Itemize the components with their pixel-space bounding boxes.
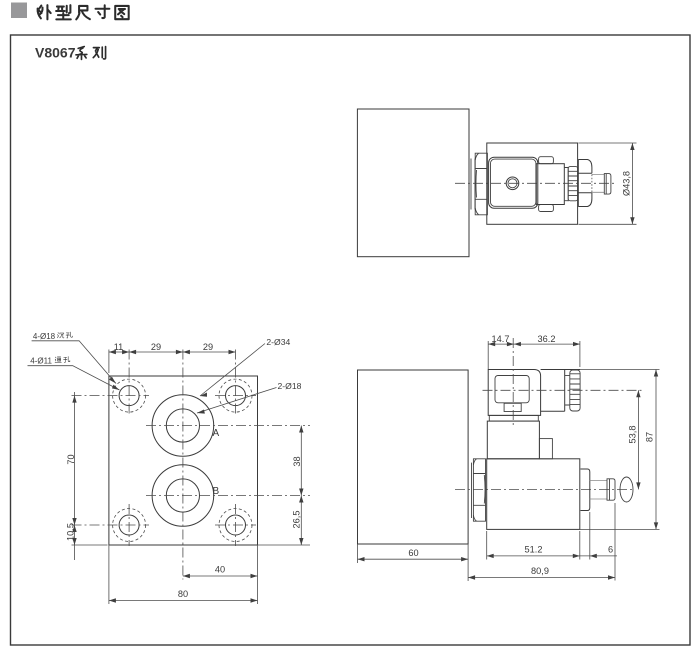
svg-text:29: 29 bbox=[203, 342, 213, 352]
svg-text:10,5: 10,5 bbox=[65, 523, 75, 541]
svg-text:53,8: 53,8 bbox=[627, 426, 637, 444]
svg-text:40: 40 bbox=[215, 565, 225, 575]
svg-text:26,5: 26,5 bbox=[291, 511, 301, 529]
svg-text:A: A bbox=[213, 428, 220, 439]
svg-text:V8067: V8067 bbox=[35, 45, 76, 61]
svg-text:11: 11 bbox=[114, 342, 124, 352]
svg-text:36.2: 36.2 bbox=[538, 334, 556, 344]
svg-text:29: 29 bbox=[151, 342, 161, 352]
svg-text:80: 80 bbox=[178, 589, 188, 599]
svg-text:80,9: 80,9 bbox=[531, 566, 549, 576]
svg-text:60: 60 bbox=[408, 548, 418, 558]
svg-text:4-Ø11: 4-Ø11 bbox=[30, 356, 52, 365]
svg-text:87: 87 bbox=[644, 432, 654, 442]
svg-text:2-Ø34: 2-Ø34 bbox=[266, 337, 290, 347]
svg-text:14.7: 14.7 bbox=[492, 334, 510, 344]
svg-text:70: 70 bbox=[66, 454, 76, 464]
svg-text:51.2: 51.2 bbox=[525, 545, 543, 555]
svg-text:Ø43,8: Ø43,8 bbox=[621, 171, 631, 196]
svg-text:B: B bbox=[213, 486, 220, 497]
svg-text:4-Ø18: 4-Ø18 bbox=[33, 332, 56, 341]
svg-text:38: 38 bbox=[292, 456, 302, 466]
svg-text:2-Ø18: 2-Ø18 bbox=[278, 381, 302, 391]
svg-text:6: 6 bbox=[608, 545, 613, 555]
